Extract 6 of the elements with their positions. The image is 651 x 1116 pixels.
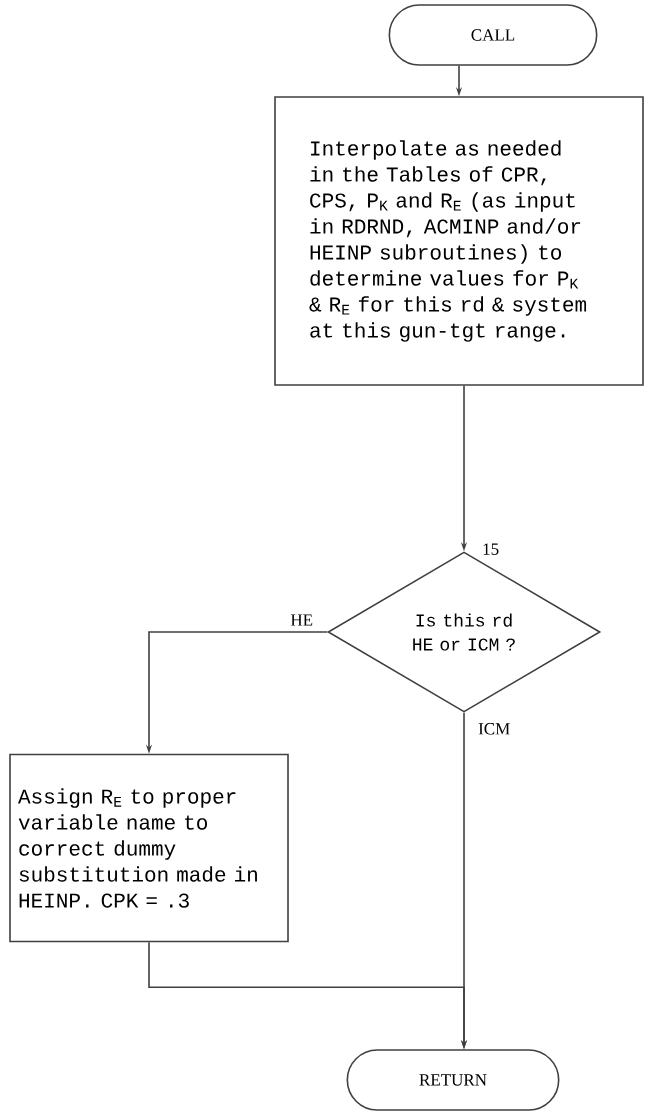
process-box: Assign R$_{E}$ to proper variable name to correct dummy substitution made in HEINP. CPK = .3 [9, 753, 289, 943]
terminator: RETURN [346, 1049, 560, 1111]
process-box: Interpolate as needed in the Tables of CPR, CPS, P$_{K}$ and R$_{E}$ (as input in RDRND, ACMINP and/or HEINP subroutines) to determine values for P$_{K}$ & R$_{E}$ for this rd & system at this gun-tgt range. [274, 96, 644, 386]
terminator: CALL [388, 4, 598, 66]
edge-label: ICM [478, 723, 510, 735]
edge-label: HE [290, 614, 313, 626]
